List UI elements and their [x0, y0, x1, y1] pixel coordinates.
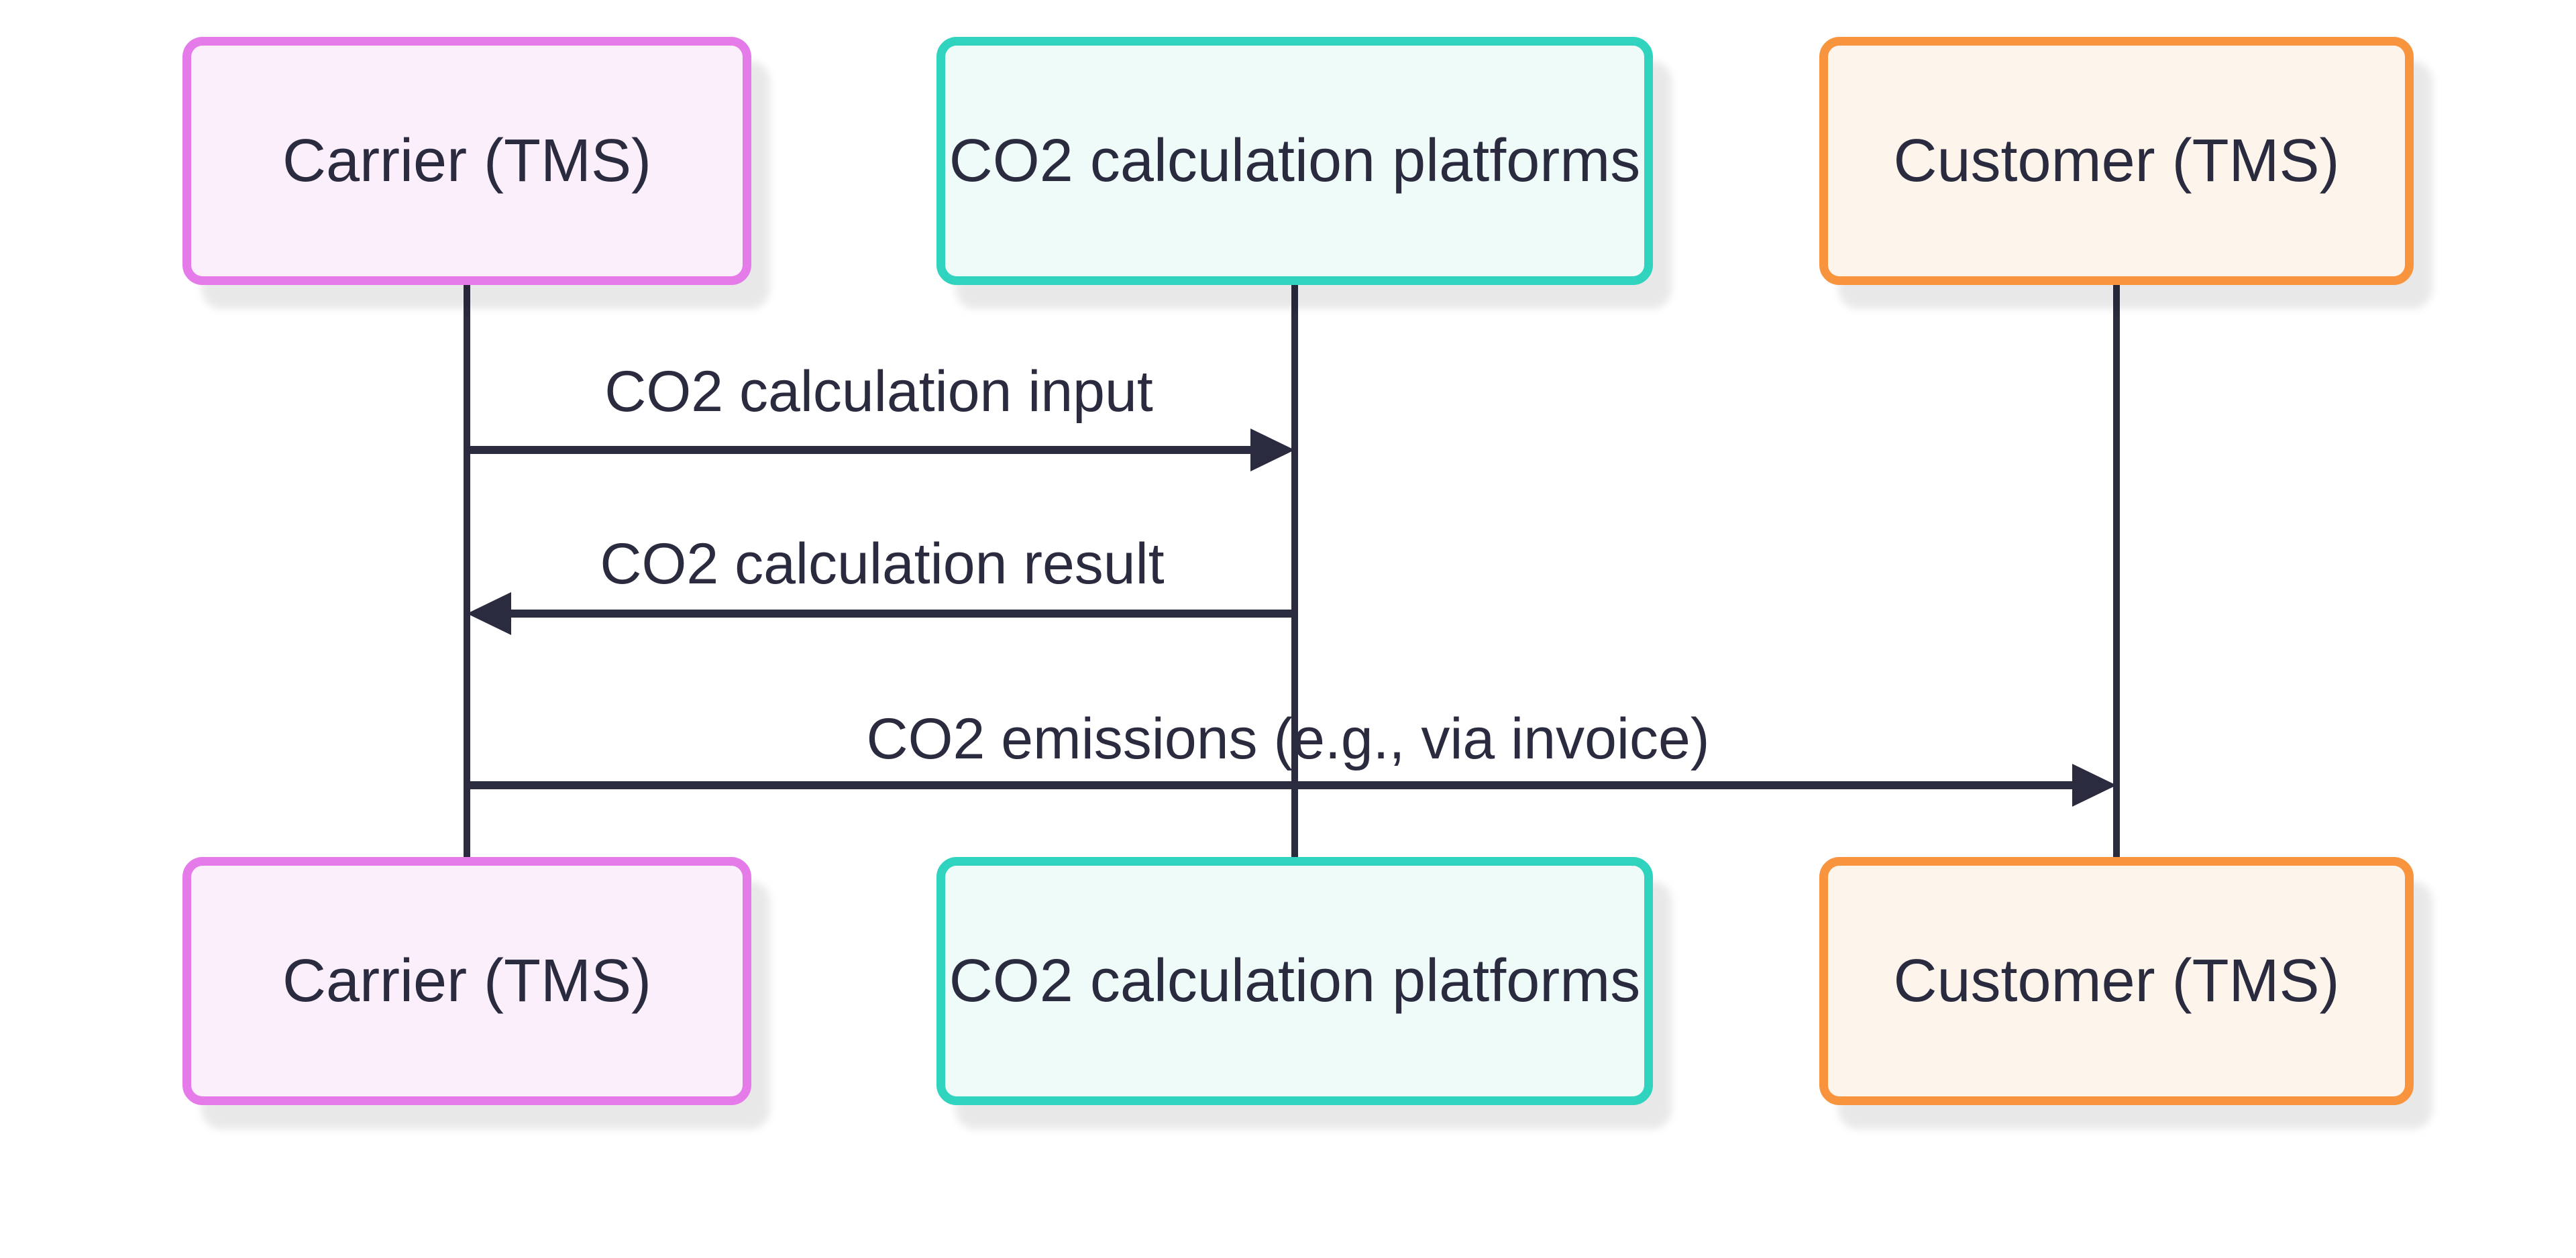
- lifeline-platforms: [1291, 284, 1298, 858]
- actor-label-carrier: Carrier (TMS): [282, 127, 651, 194]
- message-label-co2-calculation-result: CO2 calculation result: [600, 532, 1165, 596]
- message-line-co2-calculation-input: [467, 446, 1256, 454]
- actor-box-platforms-bottom: CO2 calculation platforms: [936, 857, 1653, 1105]
- arrowhead-right-icon: [1250, 428, 1295, 471]
- actor-label-platforms: CO2 calculation platforms: [949, 948, 1641, 1015]
- actor-label-customer: Customer (TMS): [1893, 127, 2340, 194]
- lifeline-customer: [2113, 284, 2120, 858]
- actor-box-carrier-bottom: Carrier (TMS): [182, 857, 751, 1105]
- arrowhead-left-icon: [467, 592, 511, 635]
- actor-label-platforms: CO2 calculation platforms: [949, 127, 1641, 194]
- actor-box-customer-bottom: Customer (TMS): [1819, 857, 2414, 1105]
- actor-box-customer-top: Customer (TMS): [1819, 37, 2414, 285]
- arrowhead-right-icon: [2072, 764, 2116, 807]
- message-label-co2-calculation-input: CO2 calculation input: [604, 359, 1153, 424]
- message-label-co2-emissions: CO2 emissions (e.g., via invoice): [866, 707, 1710, 771]
- actor-box-platforms-top: CO2 calculation platforms: [936, 37, 1653, 285]
- actor-box-carrier-top: Carrier (TMS): [182, 37, 751, 285]
- message-line-co2-emissions: [467, 781, 2076, 789]
- message-line-co2-calculation-result: [507, 610, 1295, 618]
- lifeline-carrier: [464, 284, 470, 858]
- actor-label-customer: Customer (TMS): [1893, 948, 2340, 1015]
- actor-label-carrier: Carrier (TMS): [282, 948, 651, 1015]
